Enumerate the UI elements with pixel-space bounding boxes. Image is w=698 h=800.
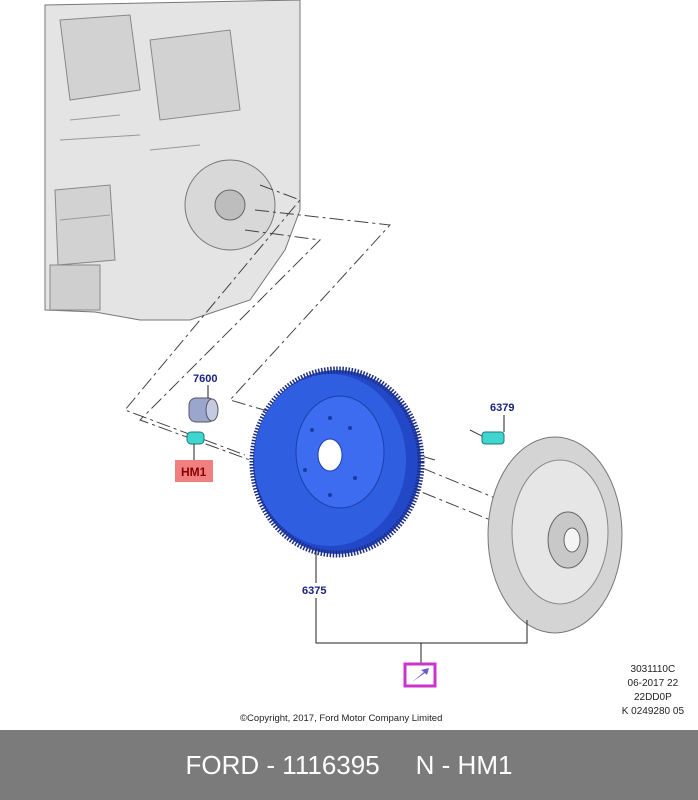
clutch-pressure-plate: [487, 436, 623, 634]
hm1-highlight-box: [175, 460, 213, 482]
callout-6379: 6379: [490, 402, 514, 414]
part-7600-bushing: 7600: [188, 373, 219, 423]
footer-bar: FORD - 1116395 N - HM1: [0, 730, 698, 800]
meta-line: 22DD0P: [633, 692, 672, 703]
drawing-metadata: 3031110C 06-2017 22 22DD0P K 0249280 05: [622, 663, 684, 719]
bracket-line: [315, 598, 528, 663]
meta-line: 06-2017 22: [627, 678, 679, 689]
view-reference-icon[interactable]: [403, 662, 437, 688]
meta-line: 3031110C: [630, 664, 676, 675]
footer-part-number: FORD - 1116395: [185, 749, 380, 780]
copyright-notice: ©Copyright, 2017, Ford Motor Company Lim…: [240, 713, 443, 724]
meta-line: K 0249280 05: [621, 706, 684, 717]
callout-hm1: HM1: [181, 465, 207, 479]
part-6375-flywheel: 6375: [249, 366, 425, 597]
callout-6375: 6375: [302, 585, 326, 597]
part-hm1-bolt: HM1: [175, 431, 213, 482]
footer-code: N - HM1: [415, 749, 513, 780]
engine-block: [44, 0, 301, 321]
exploded-parts-diagram: 7600 HM1 6375 6379: [44, 0, 623, 688]
callout-7600: 7600: [193, 373, 217, 385]
part-6379-bolt: 6379: [481, 402, 514, 445]
arrow-icon: [412, 668, 429, 682]
